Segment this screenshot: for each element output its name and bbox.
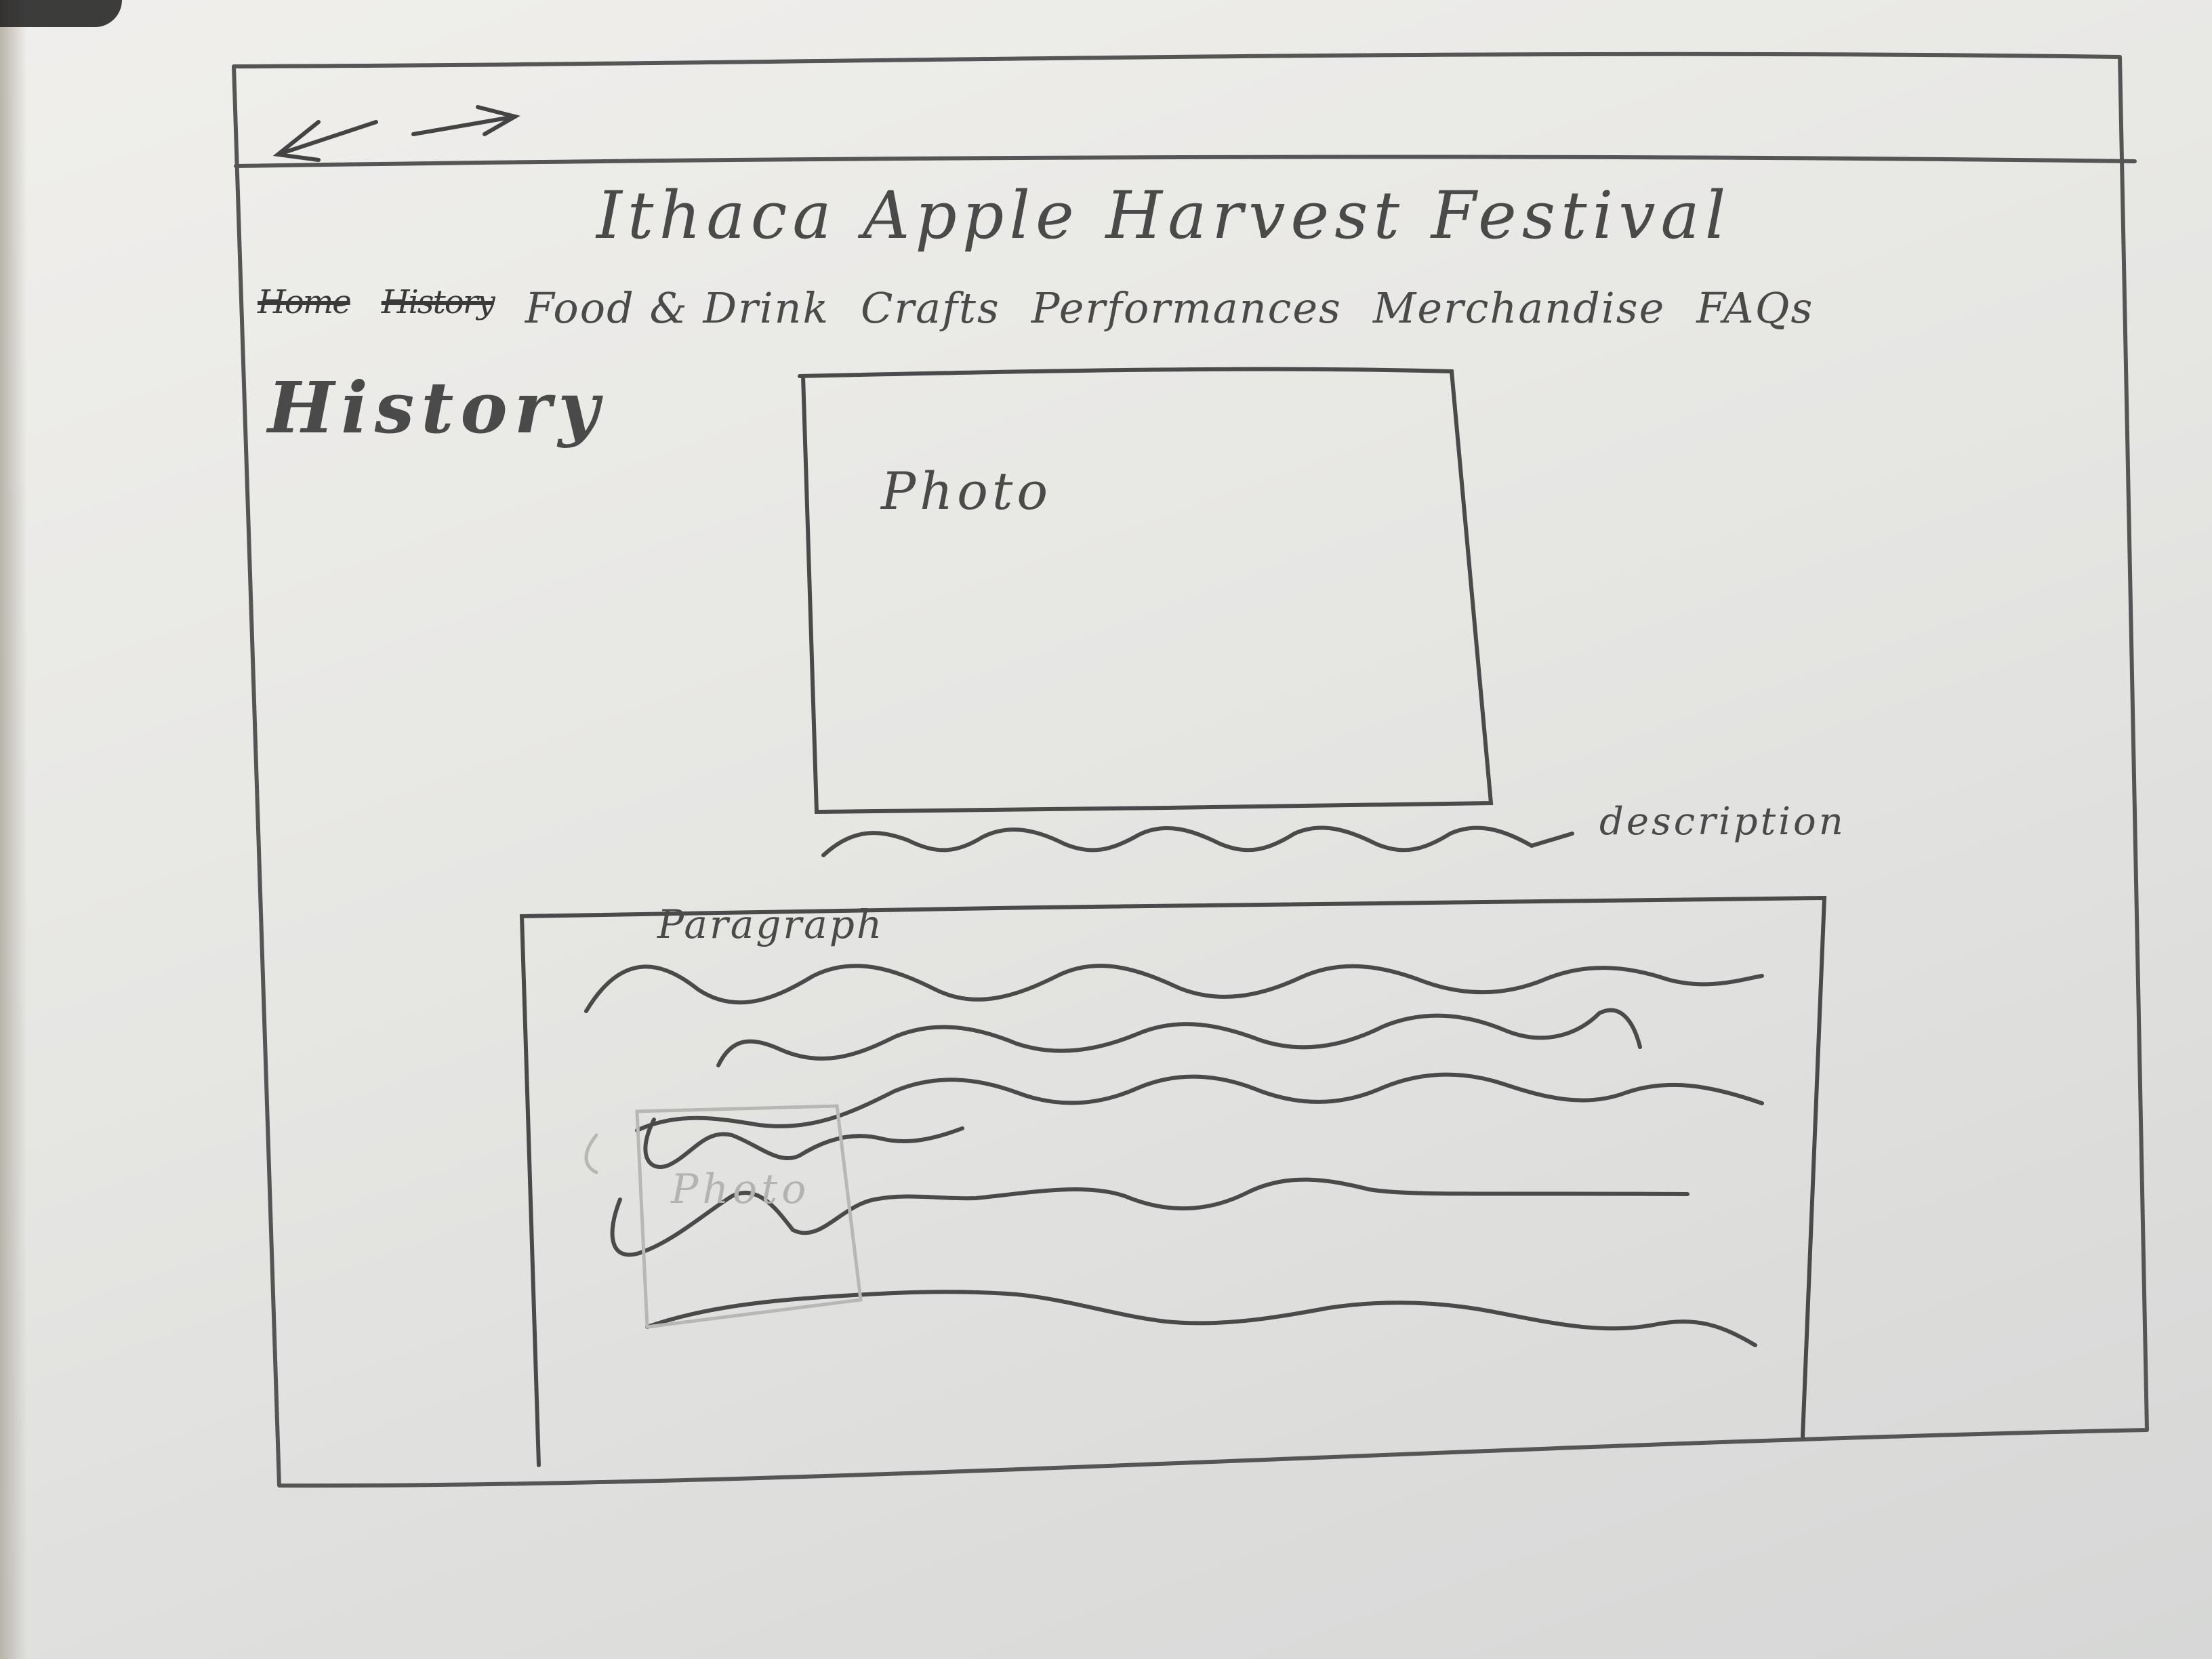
- erased-photo-label: Photo: [671, 1166, 811, 1213]
- paper-edge-shadow: [0, 0, 27, 1659]
- arrow-right-icon[interactable]: [411, 105, 520, 136]
- site-title: Ithaca Apple Harvest Festival: [596, 178, 1732, 253]
- nav-item-home[interactable]: Home: [258, 283, 352, 321]
- browser-window-frame: [232, 52, 2149, 1488]
- description-label: description: [1599, 800, 1846, 844]
- nav-item-merchandise[interactable]: Merchandise: [1372, 283, 1666, 333]
- photo-placeholder: [798, 367, 1494, 815]
- nav-item-performances[interactable]: Performances: [1031, 283, 1342, 333]
- nav-item-faqs[interactable]: FAQs: [1696, 283, 1814, 333]
- table-corner: [0, 0, 122, 27]
- paragraph-box: [519, 895, 1827, 1467]
- nav-item-food-drink[interactable]: Food & Drink: [525, 283, 830, 333]
- paragraph-label: Paragraph: [657, 901, 884, 947]
- paragraph-text-lines: [584, 964, 1764, 1347]
- description-squiggle: [821, 825, 1574, 857]
- main-navigation: Home History Food & Drink Crafts Perform…: [258, 283, 1814, 333]
- arrow-left-icon[interactable]: [272, 120, 378, 162]
- page-heading: History: [268, 366, 606, 449]
- nav-item-history[interactable]: History: [381, 283, 495, 321]
- browser-toolbar-divider: [234, 155, 2137, 168]
- nav-item-crafts[interactable]: Crafts: [861, 283, 1000, 333]
- photo-label: Photo: [881, 461, 1052, 521]
- erased-photo-sketch: [584, 1104, 863, 1329]
